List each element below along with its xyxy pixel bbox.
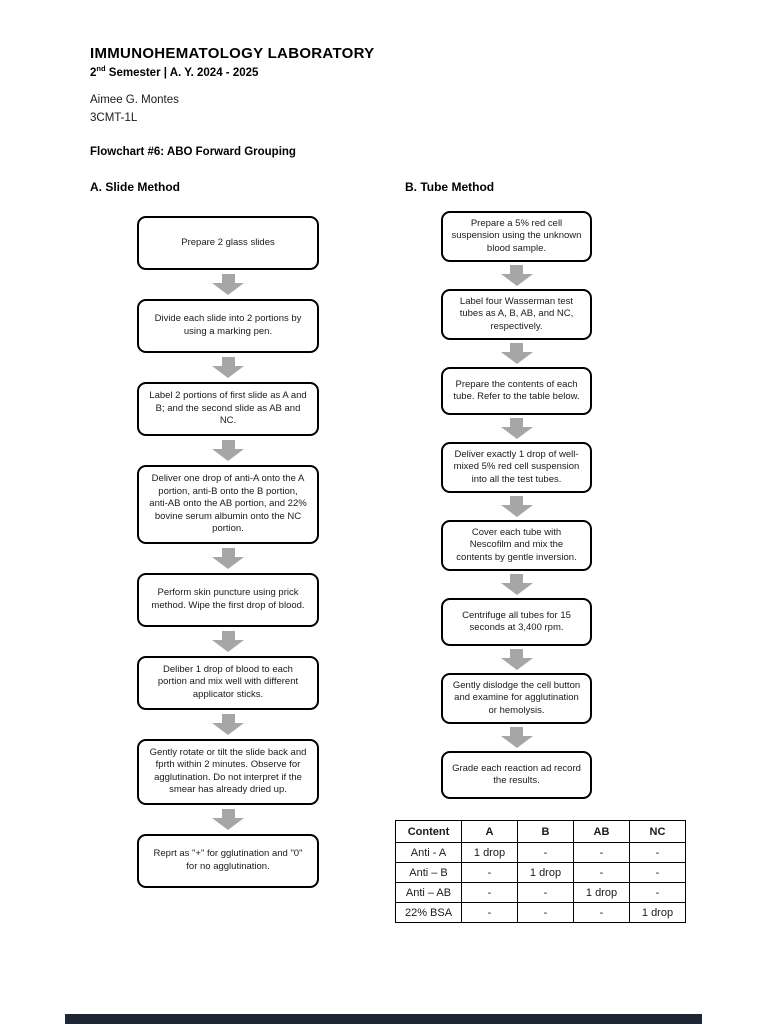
flow-step-box: Label four Wasserman test tubes as A, B,… — [441, 289, 592, 341]
table-cell: Anti – B — [395, 862, 462, 883]
down-arrow-icon — [212, 357, 244, 378]
flow-step-box: Cover each tube with Nescofilm and mix t… — [441, 520, 592, 572]
slide-method-flowchart: Prepare 2 glass slides Divide each slide… — [137, 216, 319, 888]
method-b-heading: B. Tube Method — [405, 180, 495, 194]
table-row: Anti - A 1 drop - - - — [395, 842, 686, 863]
flow-step-box: Divide each slide into 2 portions by usi… — [137, 299, 319, 353]
author-name: Aimee G. Montes — [90, 94, 179, 106]
tube-contents-table: Content A B AB NC Anti - A 1 drop - - - … — [395, 820, 686, 923]
down-arrow-icon — [500, 418, 533, 440]
flow-step-box: Gently dislodge the cell button and exam… — [441, 673, 592, 725]
flow-step-box: Deliber 1 drop of blood to each portion … — [137, 655, 319, 710]
table-header-cell: Content — [395, 820, 462, 843]
down-arrow-icon — [500, 649, 533, 671]
flow-step-box: Label 2 portions of first slide as A and… — [137, 382, 319, 436]
bottom-bar — [65, 1014, 702, 1024]
table-header-cell: B — [517, 820, 574, 843]
down-arrow-icon — [212, 440, 244, 461]
down-arrow-icon — [500, 265, 533, 287]
table-cell: - — [517, 842, 574, 863]
flow-step-box: Centrifuge all tubes for 15 seconds at 3… — [441, 598, 592, 647]
down-arrow-icon — [212, 274, 244, 295]
table-cell: - — [517, 882, 574, 903]
semester-ordinal: nd — [96, 64, 106, 73]
flow-step-box: Prepare 2 glass slides — [137, 216, 319, 270]
table-cell: - — [629, 842, 686, 863]
table-cell: - — [629, 862, 686, 883]
table-cell: - — [629, 882, 686, 903]
semester-number: 2 — [90, 66, 97, 79]
flow-step-box: Deliver exactly 1 drop of well-mixed 5% … — [441, 442, 592, 494]
table-cell: - — [461, 862, 518, 883]
table-cell: - — [573, 862, 630, 883]
down-arrow-icon — [212, 630, 244, 652]
table-cell: 1 drop — [461, 842, 518, 863]
page-title: IMMUNOHEMATOLOGY LABORATORY — [90, 45, 375, 62]
table-header-cell: AB — [573, 820, 630, 843]
table-cell: 1 drop — [629, 902, 686, 923]
flow-step-box: Prepare a 5% red cell suspension using t… — [441, 211, 592, 263]
flow-step-box: Prepare the contents of each tube. Refer… — [441, 367, 592, 416]
table-row: Anti – AB - - 1 drop - — [395, 882, 686, 903]
semester-text: Semester | A. Y. 2024 - 2025 — [105, 66, 259, 79]
flow-step-box: Deliver one drop of anti-A onto the A po… — [137, 465, 319, 544]
table-cell: - — [573, 842, 630, 863]
flow-step-box: Gently rotate or tilt the slide back and… — [137, 738, 319, 805]
table-cell: 22% BSA — [395, 902, 462, 923]
table-cell: - — [461, 882, 518, 903]
tube-method-flowchart: Prepare a 5% red cell suspension using t… — [441, 211, 592, 800]
table-cell: - — [573, 902, 630, 923]
down-arrow-icon — [500, 343, 533, 365]
flow-step-box: Perform skin puncture using prick method… — [137, 572, 319, 627]
down-arrow-icon — [212, 547, 244, 569]
down-arrow-icon — [500, 496, 533, 518]
flow-step-box: Reprt as "+" for gglutination and "0" fo… — [137, 833, 319, 888]
table-row: 22% BSA - - - 1 drop — [395, 902, 686, 923]
table-row: Anti – B - 1 drop - - — [395, 862, 686, 883]
table-cell: 1 drop — [573, 882, 630, 903]
table-cell: Anti – AB — [395, 882, 462, 903]
flow-step-box: Grade each reaction ad record the result… — [441, 751, 592, 800]
table-cell: - — [517, 902, 574, 923]
table-header-cell: A — [461, 820, 518, 843]
method-a-heading: A. Slide Method — [90, 180, 180, 194]
down-arrow-icon — [500, 574, 533, 596]
section-code: 3CMT-1L — [90, 112, 138, 124]
flowchart-title: Flowchart #6: ABO Forward Grouping — [90, 146, 296, 158]
table-cell: 1 drop — [517, 862, 574, 883]
table-cell: Anti - A — [395, 842, 462, 863]
down-arrow-icon — [212, 713, 244, 735]
table-header-cell: NC — [629, 820, 686, 843]
table-header-row: Content A B AB NC — [395, 820, 686, 843]
table-cell: - — [461, 902, 518, 923]
semester-subtitle: 2nd Semester | A. Y. 2024 - 2025 — [90, 64, 258, 79]
down-arrow-icon — [500, 727, 533, 749]
down-arrow-icon — [212, 808, 244, 830]
